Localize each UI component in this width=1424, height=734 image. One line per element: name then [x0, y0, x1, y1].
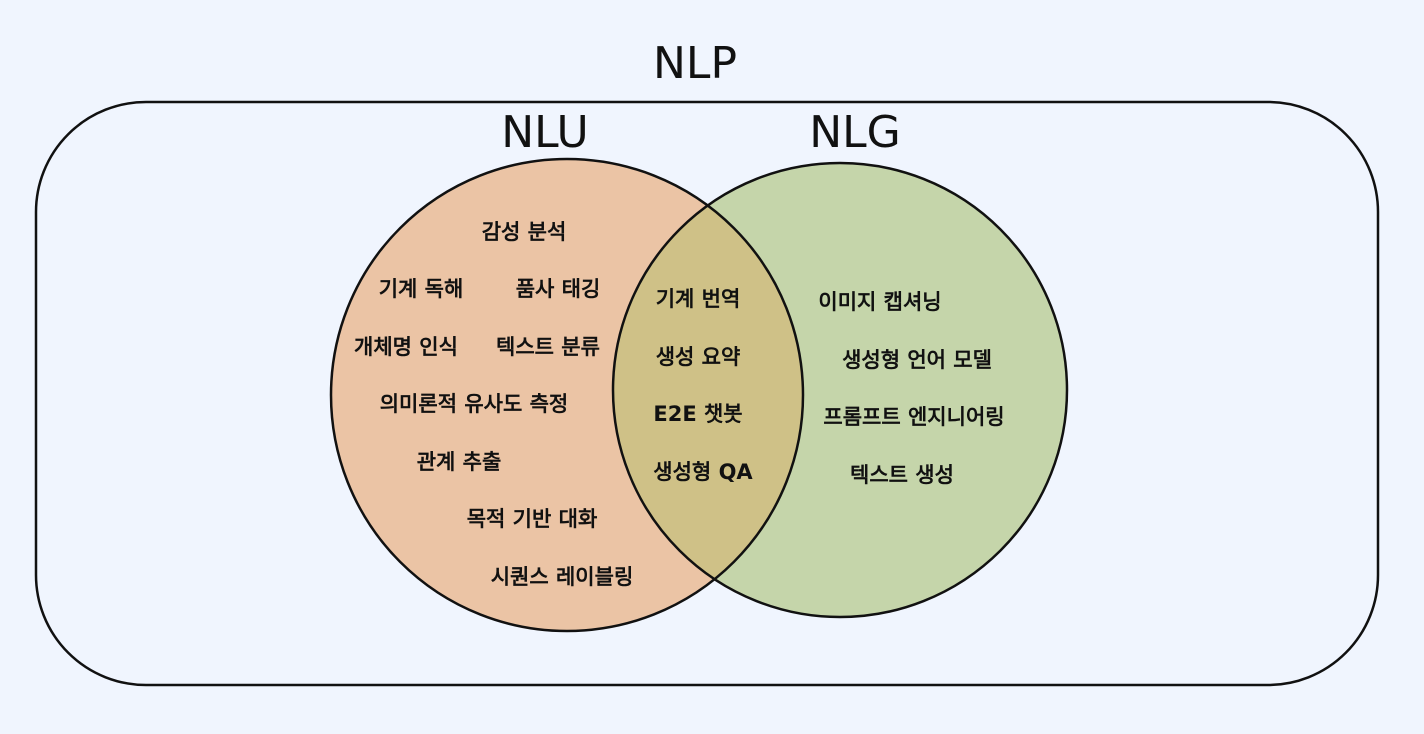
- nlu-item: 목적 기반 대화: [467, 507, 598, 531]
- nlu-title: NLU: [501, 107, 588, 158]
- nlg-title: NLG: [809, 107, 901, 158]
- nlg-item: 프롬프트 엔지니어링: [823, 405, 1004, 429]
- overlap-region: [613, 163, 803, 617]
- nlg-item: 생성형 언어 모델: [842, 348, 992, 372]
- nlg-item: 텍스트 생성: [850, 463, 954, 487]
- nlp-container: [34, 100, 1380, 687]
- overlap-item: 생성형 QA: [653, 460, 753, 484]
- nlu-item: 관계 추출: [417, 450, 502, 474]
- nlg-item: 이미지 캡셔닝: [818, 290, 941, 314]
- nlu-item: 감성 분석: [482, 220, 567, 244]
- nlu-item: 개체명 인식: [354, 335, 458, 359]
- nlp-title: NLP: [653, 38, 737, 89]
- overlap-item: E2E 챗봇: [653, 402, 742, 426]
- nlu-item: 시퀀스 레이블링: [491, 565, 634, 589]
- overlap-item: 생성 요약: [656, 345, 741, 369]
- nlu-circle-outline: [329, 157, 805, 633]
- nlg-circle-outline: [611, 161, 1069, 619]
- nlu-item: 의미론적 유사도 측정: [380, 392, 569, 416]
- nlu-item: 품사 태깅: [516, 277, 601, 301]
- nlu-item: 텍스트 분류: [496, 335, 600, 359]
- overlap-item: 기계 번역: [656, 287, 741, 311]
- nlu-item: 기계 독해: [379, 277, 464, 301]
